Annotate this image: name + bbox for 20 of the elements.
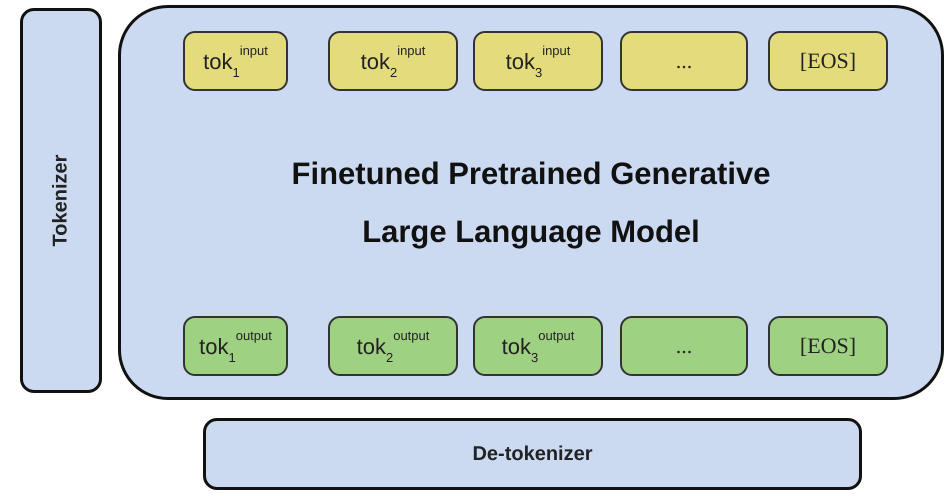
tokenizer-box <box>20 8 102 393</box>
box-label: De-tokenizer <box>472 442 593 466</box>
output-token-box <box>620 316 748 376</box>
input-token-box <box>473 31 603 91</box>
input-token-box <box>183 31 288 91</box>
token-label: [EOS] <box>800 333 856 359</box>
input-token-box <box>620 31 748 91</box>
output-token-box <box>328 316 458 376</box>
token-label: [EOS] <box>800 48 856 74</box>
model-title: Finetuned Pretrained Generative Large Language Model <box>290 154 772 251</box>
input-token-box <box>768 31 888 91</box>
input-token-box <box>328 31 458 91</box>
token-label: ... <box>676 333 692 359</box>
output-token-box <box>768 316 888 376</box>
output-token-box <box>473 316 603 376</box>
detokenizer-box <box>203 418 862 490</box>
model-box <box>118 5 944 400</box>
output-token-box <box>183 316 288 376</box>
box-label: Tokenizer <box>50 154 72 246</box>
token-label: ... <box>676 48 692 74</box>
